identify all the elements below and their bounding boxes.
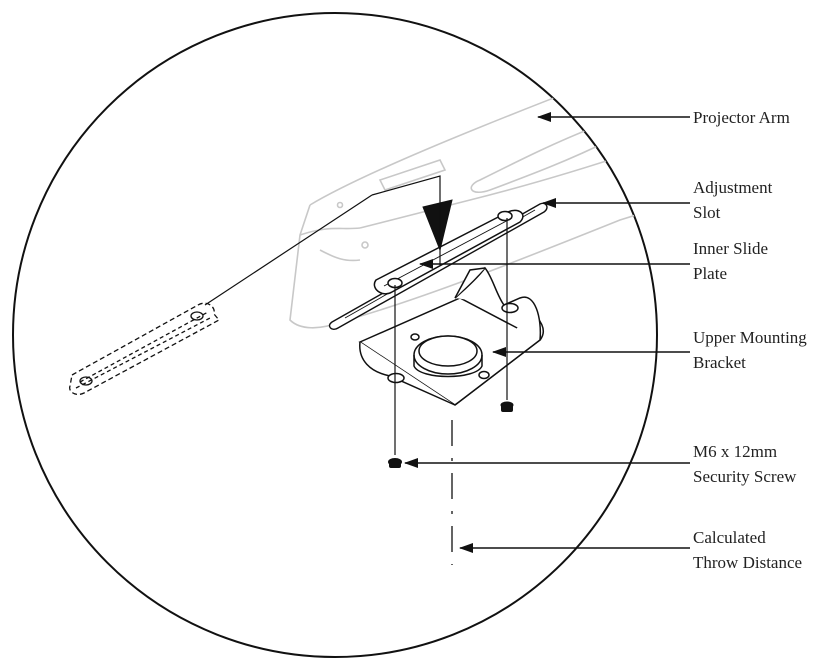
- label-throw-distance: Calculated Throw Distance: [693, 528, 802, 572]
- label-upper-mounting-bracket: Upper Mounting Bracket: [693, 328, 811, 372]
- insert-direction-arrow: [422, 199, 453, 252]
- label-inner-slide-plate: Inner Slide Plate: [693, 239, 772, 283]
- detail-circle: [12, 12, 658, 658]
- label-security-screw: M6 x 12mm Security Screw: [693, 442, 797, 486]
- callout-labels: Projector Arm Adjustment Slot Inner Slid…: [693, 108, 811, 572]
- label-adjustment-slot: Adjustment Slot: [693, 178, 777, 222]
- screw-alignment-lines: [394, 218, 508, 455]
- callout-leaders: [404, 112, 690, 553]
- projection-lines: [204, 175, 441, 306]
- security-screw: [388, 401, 514, 468]
- label-projector-arm: Projector Arm: [693, 108, 790, 127]
- detached-plate-ghost: [69, 302, 221, 396]
- inner-slide-plate: [373, 209, 524, 295]
- upper-mounting-bracket: [358, 266, 544, 406]
